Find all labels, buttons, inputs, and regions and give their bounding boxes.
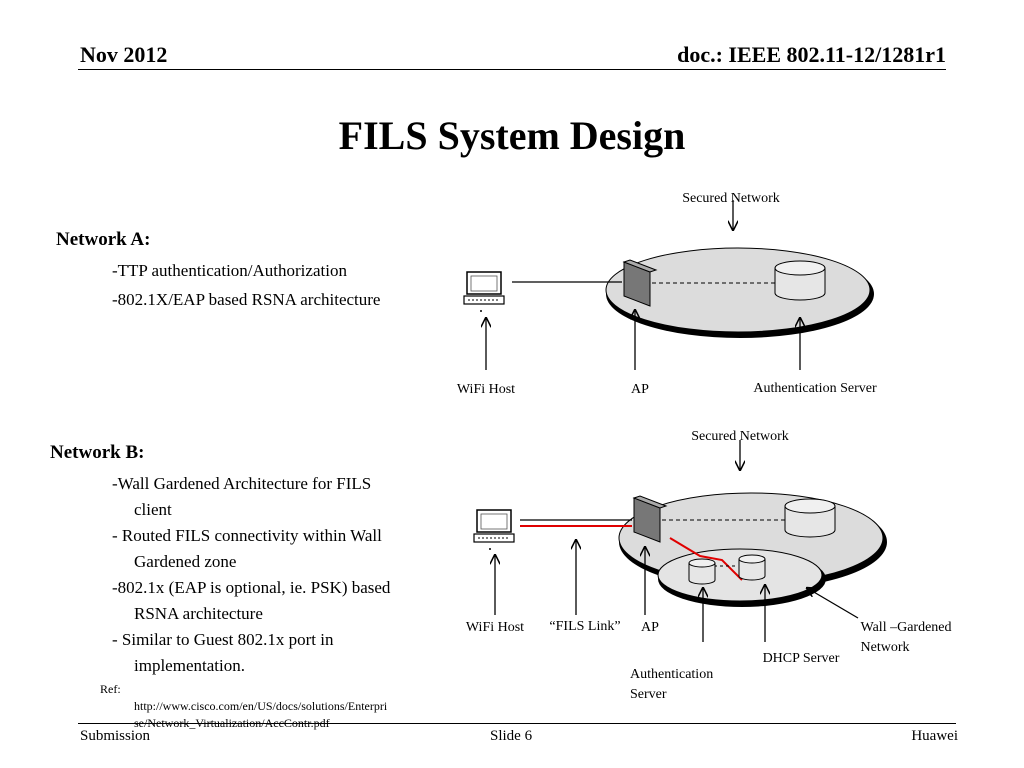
wifi-host-b-label: WiFi Host <box>466 620 524 635</box>
secured-network-b-label: Secured Network <box>691 429 789 444</box>
ap-icon <box>622 259 658 307</box>
network-b-bullet: - Routed FILS connectivity within Wall G… <box>112 526 382 571</box>
network-b-heading: Network B: <box>50 442 145 463</box>
footer-submission: Submission <box>80 728 151 744</box>
network-a-bullet: -TTP authentication/Authorization <box>112 261 347 280</box>
auth-server-cylinder-icon <box>774 260 826 301</box>
wg-auth-server-label-1: Authentication <box>630 667 713 682</box>
network-b-diagram: Secured Network WiFi Host “FILS Link” AP… <box>466 429 952 702</box>
network-b-bullet: - Similar to Guest 802.1x port in implem… <box>112 630 334 675</box>
auth-server-label: Authentication Server <box>753 381 877 396</box>
footer-company: Huawei <box>911 728 958 744</box>
network-a-bullet: -802.1X/EAP based RSNA architecture <box>112 290 381 309</box>
header-date: Nov 2012 <box>80 42 168 67</box>
wifi-host-label: WiFi Host <box>457 382 515 397</box>
network-a-heading: Network A: <box>56 229 151 250</box>
dhcp-server-label: DHCP Server <box>763 651 840 666</box>
secured-network-label: Secured Network <box>682 191 780 206</box>
secured-auth-server-cylinder-icon <box>784 498 836 538</box>
wifi-host-b-laptop-icon <box>473 509 515 550</box>
network-b-bullet: -802.1x (EAP is optional, ie. PSK) based… <box>112 578 391 623</box>
wall-gardened-red-route <box>669 537 743 581</box>
wg-auth-server-cylinder-icon <box>688 558 716 585</box>
network-a-bullets: -TTP authentication/Authorization -802.1… <box>112 258 442 313</box>
slide-title: FILS System Design <box>338 113 686 158</box>
ap-label: AP <box>631 382 649 397</box>
dhcp-server-cylinder-icon <box>738 554 766 581</box>
header-doc-id: doc.: IEEE 802.11-12/1281r1 <box>677 42 946 67</box>
network-b-bullets: -Wall Gardened Architecture for FILS cli… <box>112 471 447 679</box>
wall-gardened-label-2: Network <box>861 640 910 655</box>
wall-gardened-arrow <box>807 588 859 619</box>
wall-gardened-label-1: Wall –Gardened <box>861 620 952 635</box>
wifi-host-laptop-icon <box>463 271 505 312</box>
network-a-diagram: Secured Network WiFi Host AP Authenticat… <box>457 191 877 397</box>
network-b-bullet: -Wall Gardened Architecture for FILS cli… <box>112 474 372 519</box>
ap-b-label: AP <box>641 620 659 635</box>
footer-slide-number: Slide 6 <box>490 728 533 744</box>
ap-b-icon <box>632 495 668 543</box>
wg-auth-server-label-2: Server <box>630 687 667 702</box>
fils-link-label: “FILS Link” <box>549 619 620 634</box>
footer-rule <box>78 723 956 724</box>
reference-label: Ref: <box>100 682 121 696</box>
header-rule <box>78 69 946 70</box>
